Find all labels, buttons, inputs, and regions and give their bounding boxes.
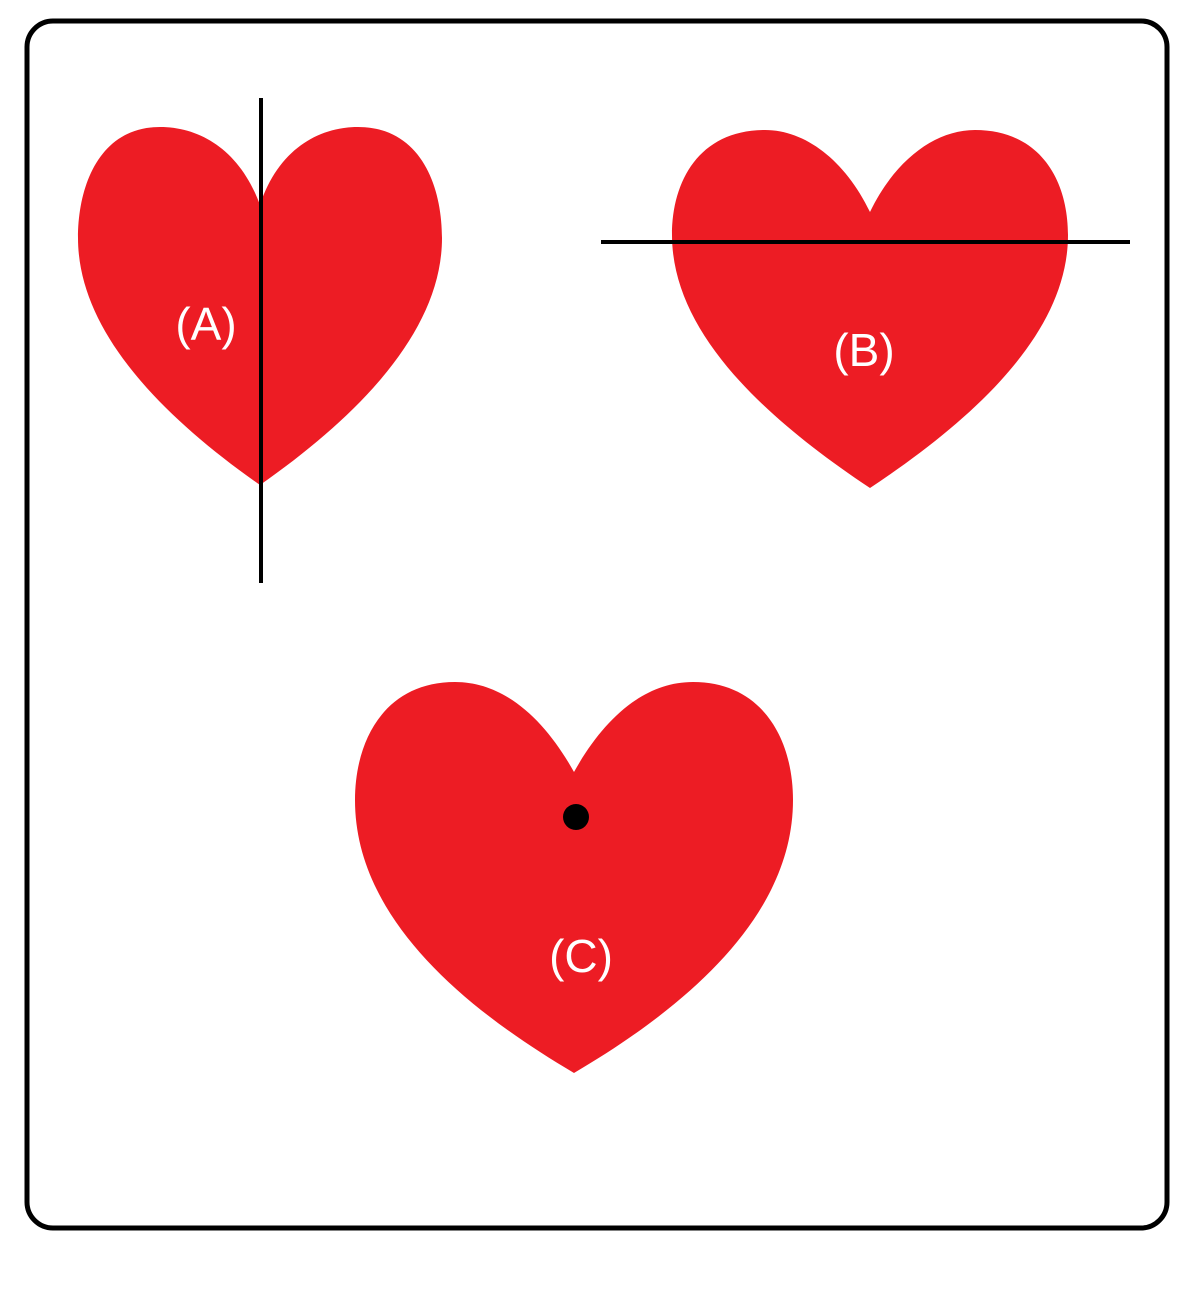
heart-c-label: (C) xyxy=(549,930,613,982)
heart-c-center-point xyxy=(563,804,589,830)
heart-c-group: (C) xyxy=(355,682,793,1073)
heart-b-label: (B) xyxy=(833,324,894,376)
diagram-frame xyxy=(24,18,1170,1231)
heart-b-group: (B) xyxy=(601,130,1130,488)
heart-c xyxy=(355,682,793,1073)
heart-a-label: (A) xyxy=(175,298,236,350)
heart-a-group: (A) xyxy=(78,98,442,583)
heart-b xyxy=(672,130,1068,488)
